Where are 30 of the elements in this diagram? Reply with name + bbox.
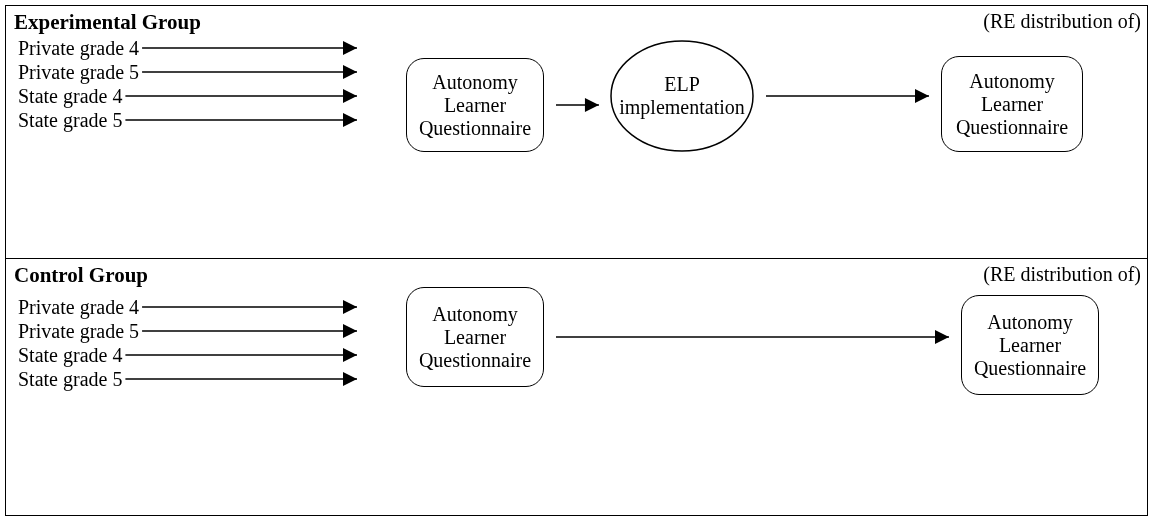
arrow bbox=[765, 89, 930, 103]
arrow bbox=[555, 330, 950, 344]
group-label: Private grade 4 bbox=[18, 295, 140, 319]
arrow bbox=[555, 98, 600, 112]
group-label: Private grade 5 bbox=[18, 319, 140, 343]
group-label: Private grade 5 bbox=[18, 60, 140, 84]
process-box: Autonomy Learner Questionnaire bbox=[406, 287, 544, 387]
arrow bbox=[124, 372, 358, 386]
arrow bbox=[141, 324, 358, 338]
group-label: State grade 5 bbox=[18, 108, 123, 132]
panel-note: (RE distribution of) bbox=[983, 10, 1141, 33]
group-label: State grade 4 bbox=[18, 84, 123, 108]
group-label: State grade 5 bbox=[18, 367, 123, 391]
arrow bbox=[124, 89, 358, 103]
process-label: ELP implementation bbox=[618, 73, 746, 119]
panel-heading: Experimental Group bbox=[14, 10, 201, 35]
process-box: Autonomy Learner Questionnaire bbox=[941, 56, 1083, 152]
group-panel bbox=[5, 258, 1148, 516]
process-box: Autonomy Learner Questionnaire bbox=[961, 295, 1099, 395]
panel-heading: Control Group bbox=[14, 263, 148, 288]
arrow bbox=[124, 113, 358, 127]
panel-note: (RE distribution of) bbox=[983, 263, 1141, 286]
arrow bbox=[141, 300, 358, 314]
group-label: State grade 4 bbox=[18, 343, 123, 367]
process-box: Autonomy Learner Questionnaire bbox=[406, 58, 544, 152]
arrow bbox=[124, 348, 358, 362]
group-label: Private grade 4 bbox=[18, 36, 140, 60]
arrow bbox=[141, 41, 358, 55]
arrow bbox=[141, 65, 358, 79]
group-panel bbox=[5, 5, 1148, 259]
